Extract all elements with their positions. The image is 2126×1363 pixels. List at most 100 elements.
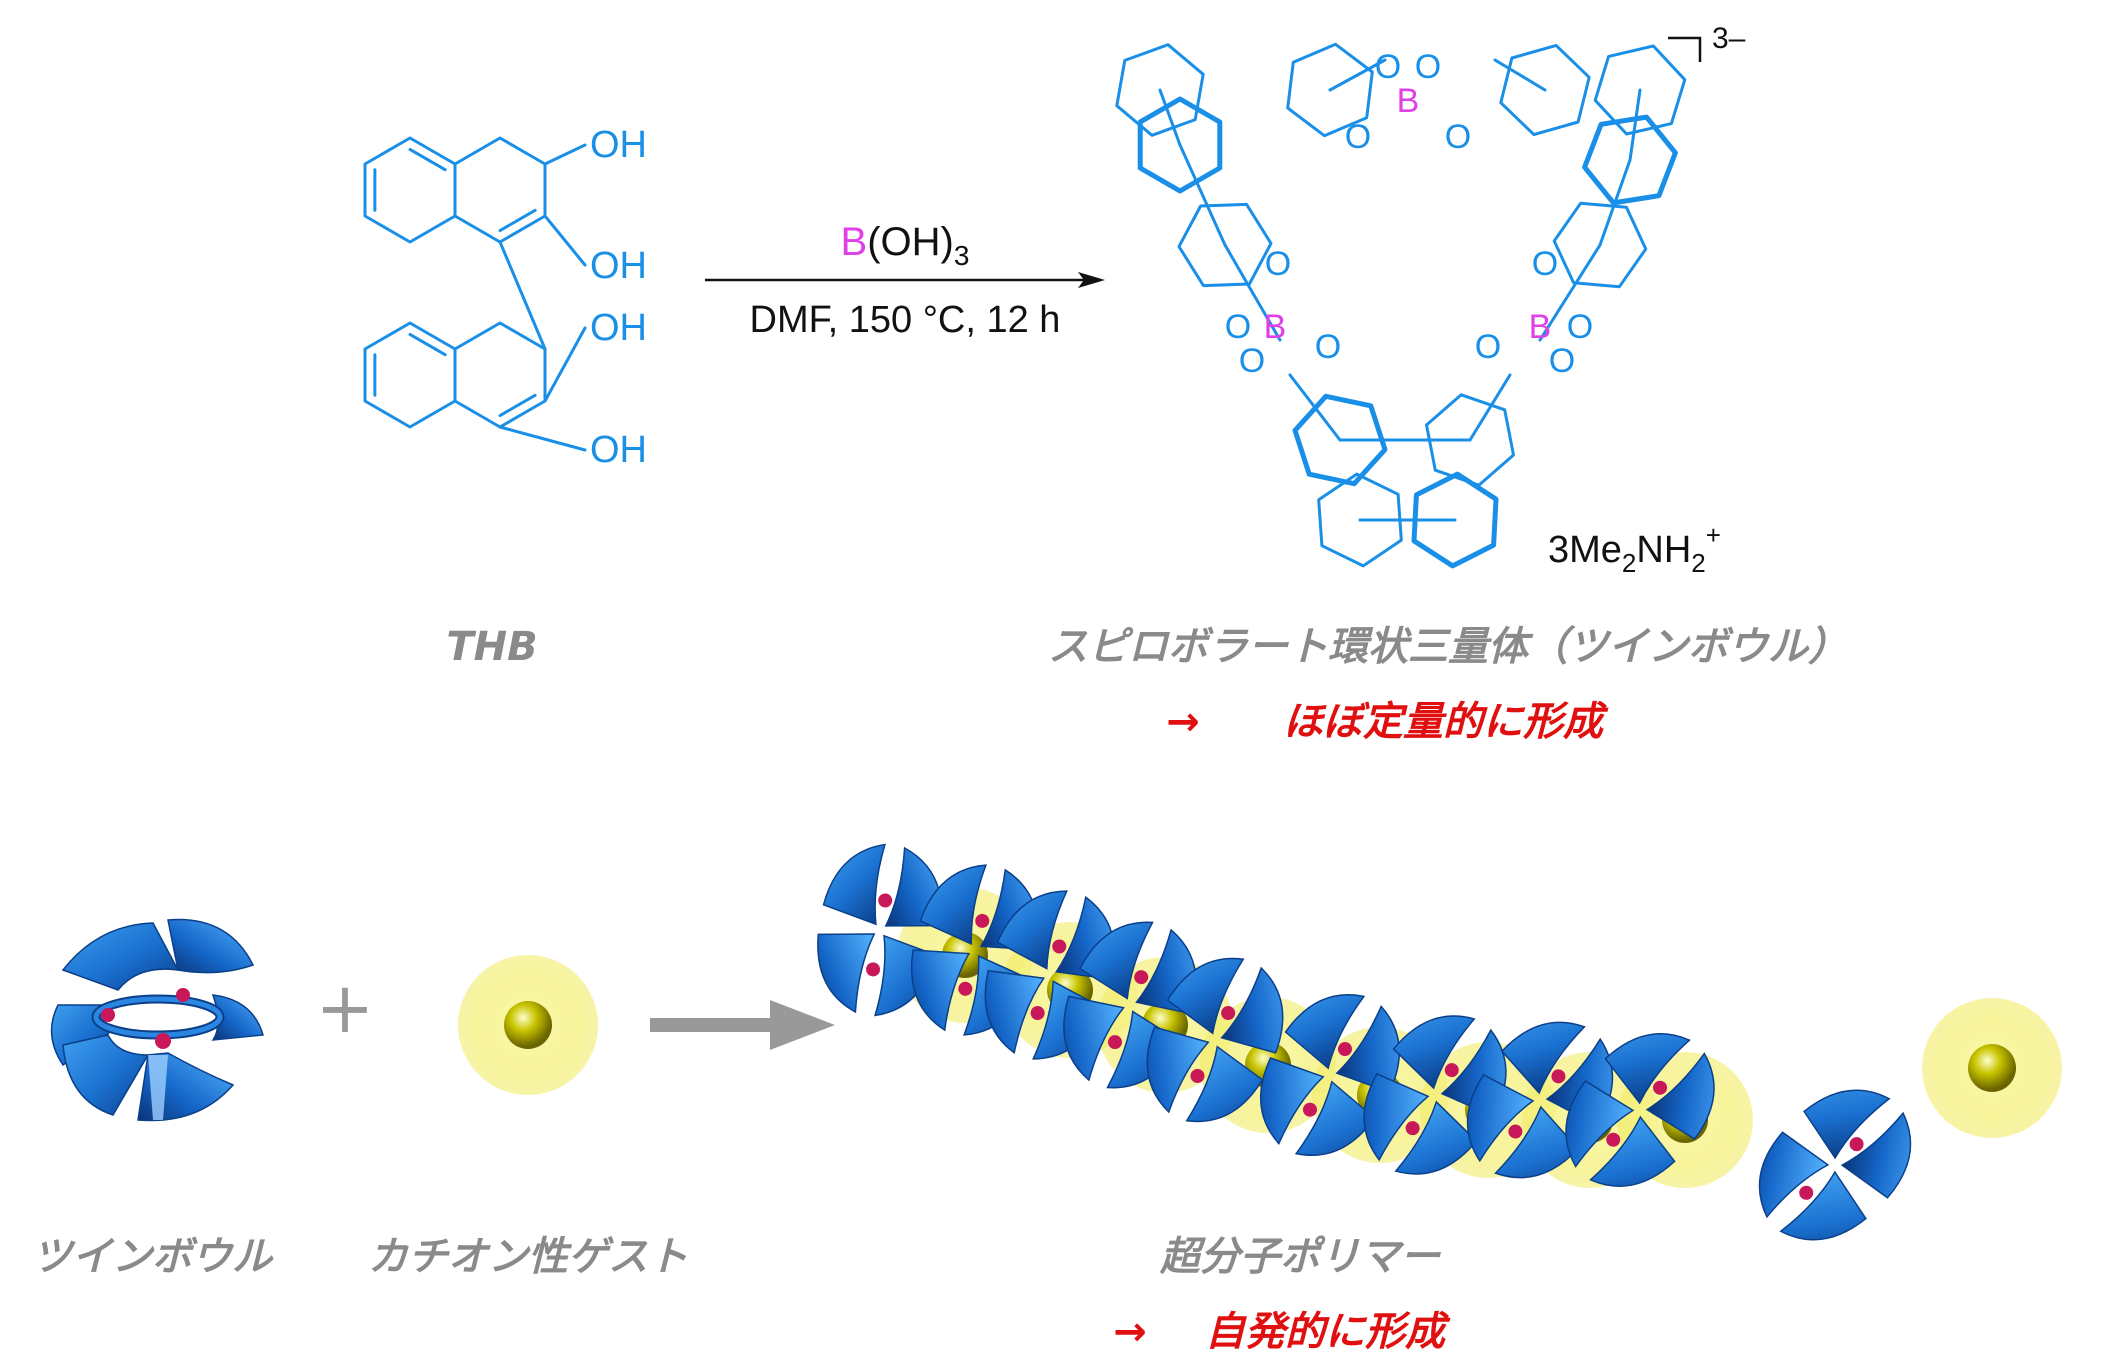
plus-sign: + <box>316 967 375 1049</box>
thb-co-bond <box>543 214 587 267</box>
bowl-panel <box>1840 1111 1912 1199</box>
bowl-panel <box>817 933 876 1014</box>
thb-double-bond <box>408 147 447 172</box>
polymer-note-arrow: → <box>1113 1309 1147 1355</box>
trimer-ring-12 <box>1593 44 1687 136</box>
boron-node <box>1338 1042 1352 1057</box>
bowl-panel <box>1259 1057 1325 1145</box>
trimer-ring-10 <box>1411 471 1499 569</box>
polymer-note: 自発的に形成 <box>1205 1309 1451 1355</box>
trimer-ring-5 <box>1177 202 1273 288</box>
bowl-panel <box>1779 1170 1867 1241</box>
bowl-panel <box>1394 1100 1478 1175</box>
bowl-panel <box>1294 1080 1376 1156</box>
bowl-panel <box>1220 966 1284 1054</box>
trimer-label: スピロボラート環状三量体（ツインボウル） <box>1048 624 1848 670</box>
trimer-note-arrow: → <box>1166 699 1200 745</box>
polymer-bowl <box>1259 994 1401 1156</box>
trimer-ring-9 <box>1317 472 1403 568</box>
trimer-bond <box>1628 88 1642 162</box>
assembly-arrow <box>650 1000 835 1050</box>
trimer-bond <box>1158 88 1182 147</box>
thb-structure <box>363 136 587 452</box>
boron-atom: B <box>1264 308 1287 346</box>
thb-ring-3 <box>363 321 457 429</box>
boron-node <box>1052 939 1067 954</box>
bowl-panel <box>1284 994 1366 1070</box>
polymer-bowl <box>1466 1021 1614 1179</box>
trimer-ring-2 <box>1286 42 1374 138</box>
bowl-panel <box>1363 1072 1430 1162</box>
oxygen-atom: O <box>1415 48 1441 86</box>
bowl-panel <box>822 843 886 926</box>
oxygen-atom: O <box>1265 245 1291 283</box>
charge-bracket <box>1668 36 1702 62</box>
thb-ring-1 <box>363 136 457 244</box>
oh-label-4: OH <box>590 429 647 471</box>
guest-label: カチオン性ゲスト <box>368 1234 688 1280</box>
trimer-bond <box>1538 243 1602 342</box>
boron-node <box>1030 1006 1045 1021</box>
reaction-arrowhead <box>1078 272 1105 288</box>
bowl-panel <box>1166 957 1245 1035</box>
boron-node <box>1444 1063 1459 1078</box>
counterion-label: 3Me2NH2+ <box>1548 520 1721 578</box>
boron-node <box>975 913 990 928</box>
polymer-label: 超分子ポリマー <box>1159 1234 1442 1280</box>
bowl-panel <box>1758 1131 1830 1219</box>
trimer-bond <box>1288 373 1342 442</box>
boron-node <box>1551 1069 1566 1084</box>
boron-node <box>1653 1080 1668 1095</box>
boron-node <box>878 893 893 908</box>
charge-label: 3– <box>1712 22 1746 55</box>
bowl-panel <box>1146 1026 1210 1114</box>
cationic-guest-model <box>458 955 598 1095</box>
oxygen-atom: O <box>1532 245 1558 283</box>
bowl-panel <box>910 949 971 1032</box>
thb-ring-4 <box>453 321 547 429</box>
bowl-panel <box>996 890 1068 970</box>
bowl-panel <box>1565 1080 1635 1168</box>
spiroborate-trimer-structure <box>1115 42 1687 569</box>
boron-node <box>1303 1102 1317 1117</box>
boron-node <box>1108 1035 1123 1050</box>
oh-label-3: OH <box>590 307 647 349</box>
boron-node <box>1405 1121 1420 1136</box>
reagent-label: B(OH)3 <box>841 220 970 271</box>
boron-node <box>1221 1006 1236 1021</box>
free-guest-model <box>1922 998 2062 1138</box>
boron-node <box>958 981 973 996</box>
supramolecular-polymer-model <box>817 843 1912 1241</box>
boron-node <box>1134 970 1149 985</box>
bowl-panel <box>1494 1105 1580 1179</box>
trimer-ring-7 <box>1292 393 1388 487</box>
oxygen-atom: O <box>1225 308 1251 346</box>
reaction-conditions: DMF, 150 °C, 12 h <box>750 299 1061 341</box>
trimer-bond <box>1223 243 1282 342</box>
bowl-panel <box>1335 1005 1401 1093</box>
bowl-panel <box>1185 1045 1264 1123</box>
bowl-panel <box>1466 1073 1535 1163</box>
thb-ring-2 <box>453 136 547 244</box>
boron-node <box>866 962 881 977</box>
thb-co-bond <box>543 326 587 403</box>
trimer-bond <box>1178 143 1227 247</box>
trimer-bond <box>1493 58 1547 92</box>
boron-node <box>1190 1068 1205 1083</box>
oxygen-atom: O <box>1239 342 1265 380</box>
thb-double-bond <box>498 393 537 418</box>
trimer-bond <box>1468 373 1512 442</box>
trimer-ring-3 <box>1499 43 1591 137</box>
polymer-bowl <box>1565 1033 1715 1187</box>
boron-atom: B <box>1529 308 1552 346</box>
bowl-panel <box>1063 995 1125 1082</box>
thb-double-bond <box>408 332 447 357</box>
thb-co-bond <box>498 425 587 452</box>
twinbowl-model <box>50 918 264 1122</box>
trimer-ring-1 <box>1137 96 1223 194</box>
twinbowl-label: ツインボウル <box>32 1234 274 1280</box>
boron-node <box>1606 1132 1621 1147</box>
boron-node <box>1508 1124 1523 1139</box>
trimer-bond <box>1328 58 1387 92</box>
